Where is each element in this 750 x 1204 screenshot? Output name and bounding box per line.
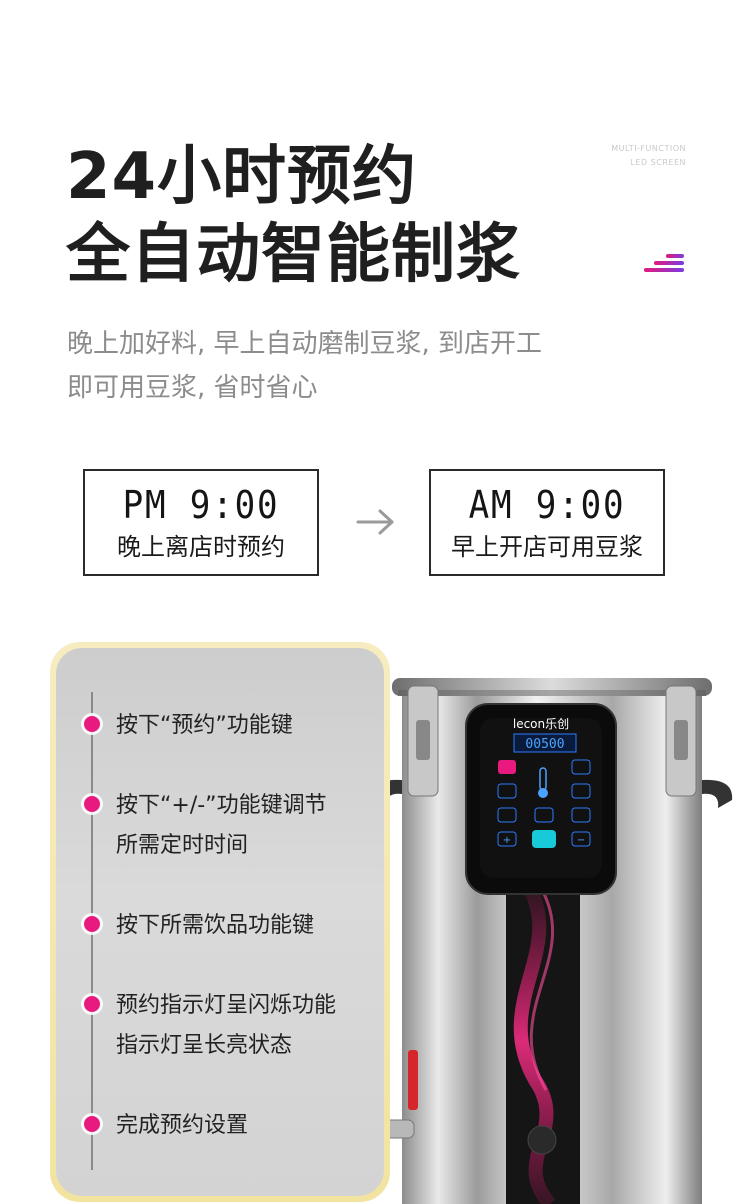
title-line-1: 24小时预约 [66, 140, 418, 214]
step-dot-icon [84, 916, 100, 932]
step-text: 按下所需饮品功能键 [116, 906, 366, 946]
machine-button-grid: + − [497, 759, 591, 848]
steps-panel [50, 642, 390, 1202]
step-dot-icon [84, 796, 100, 812]
step-line: 完成预约设置 [116, 1113, 249, 1138]
svg-text:+: + [503, 835, 511, 846]
step-dot-icon [84, 716, 100, 732]
step-line: 指示灯呈长亮状态 [116, 1033, 293, 1058]
step-line: 按下“+/-”功能键调节 [116, 793, 327, 818]
tagline: MULTI-FUNCTION LED SCREEN [611, 142, 686, 170]
step-line: 预约指示灯呈闪烁功能 [116, 993, 337, 1018]
step-dot-icon [84, 996, 100, 1012]
svg-text:−: − [577, 835, 585, 846]
step-text: 完成预约设置 [116, 1106, 366, 1146]
page-title: 24小时预约 全自动智能制浆 [66, 138, 521, 294]
stripes-decoration-icon [644, 254, 686, 278]
subtitle: 晚上加好料, 早上自动磨制豆浆, 到店开工 即可用豆浆, 省时省心 [67, 322, 627, 410]
step-line: 按下“预约”功能键 [116, 713, 293, 738]
step-text: 预约指示灯呈闪烁功能 指示灯呈长亮状态 [116, 986, 366, 1066]
morning-schedule-box: AM 9:00 早上开店可用豆浆 [429, 469, 665, 576]
soymilk-machine-illustration: lecon乐创 00500 + − [329, 678, 733, 1204]
evening-time: PM 9:00 [122, 483, 280, 527]
step-line: 按下所需饮品功能键 [116, 913, 315, 938]
title-line-2: 全自动智能制浆 [66, 218, 521, 292]
step-line: 所需定时时间 [116, 833, 249, 858]
morning-caption: 早上开店可用豆浆 [451, 533, 643, 561]
step-text: 按下“预约”功能键 [116, 706, 366, 746]
tagline-line-2: LED SCREEN [630, 158, 686, 167]
step-dot-icon [84, 1116, 100, 1132]
evening-caption: 晚上离店时预约 [117, 533, 285, 561]
tagline-line-1: MULTI-FUNCTION [611, 144, 686, 153]
subtitle-line-2: 即可用豆浆, 省时省心 [67, 373, 318, 403]
subtitle-line-1: 晚上加好料, 早上自动磨制豆浆, 到店开工 [67, 329, 543, 359]
evening-schedule-box: PM 9:00 晚上离店时预约 [83, 469, 319, 576]
step-text: 按下“+/-”功能键调节 所需定时时间 [116, 786, 366, 866]
morning-time: AM 9:00 [468, 483, 626, 527]
machine-display: 00500 [525, 737, 564, 752]
thermometer-icon [538, 767, 548, 798]
machine-brand: lecon乐创 [513, 717, 569, 731]
arrow-right-icon [356, 509, 394, 535]
steps-panel-inner [56, 648, 384, 1196]
